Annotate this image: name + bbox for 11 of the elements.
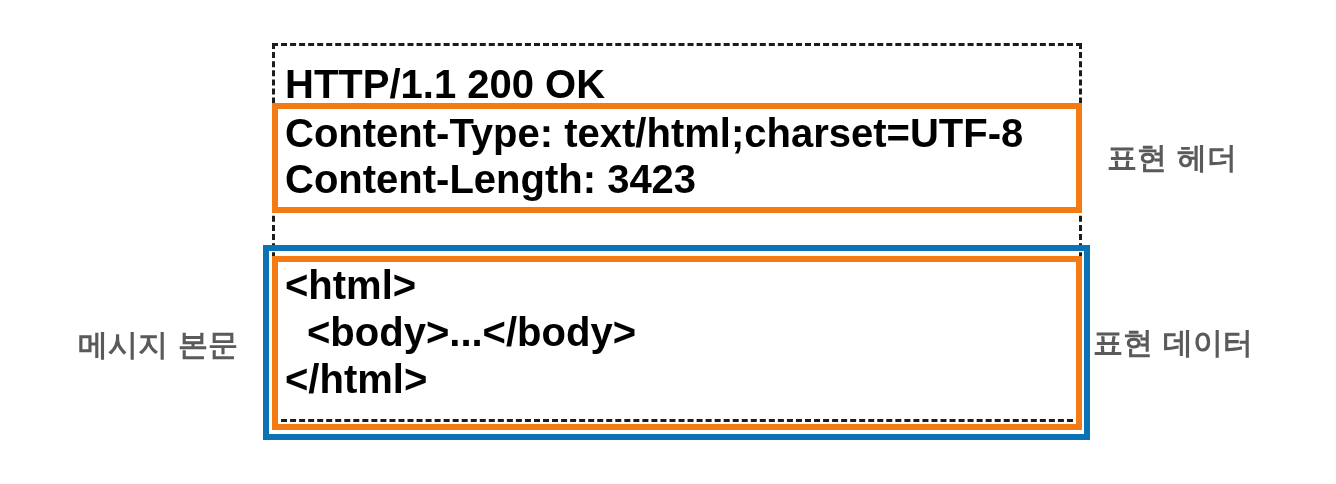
status-line: HTTP/1.1 200 OK — [285, 61, 606, 107]
message-frame — [272, 43, 1082, 422]
header-field: Content-Type: text/html;charset=UTF-8 — [285, 110, 1024, 156]
header-frame — [272, 103, 1082, 213]
code-line: <body>...</body> — [307, 309, 636, 356]
side-label: 표현 헤더 — [1107, 139, 1238, 177]
code-line: </html> — [285, 356, 428, 403]
side-label: 표현 데이터 — [1093, 324, 1254, 362]
side-label: 메시지 본문 — [78, 326, 239, 364]
code-line: <html> — [285, 262, 417, 309]
header-field: Content-Length: 3423 — [285, 156, 697, 202]
